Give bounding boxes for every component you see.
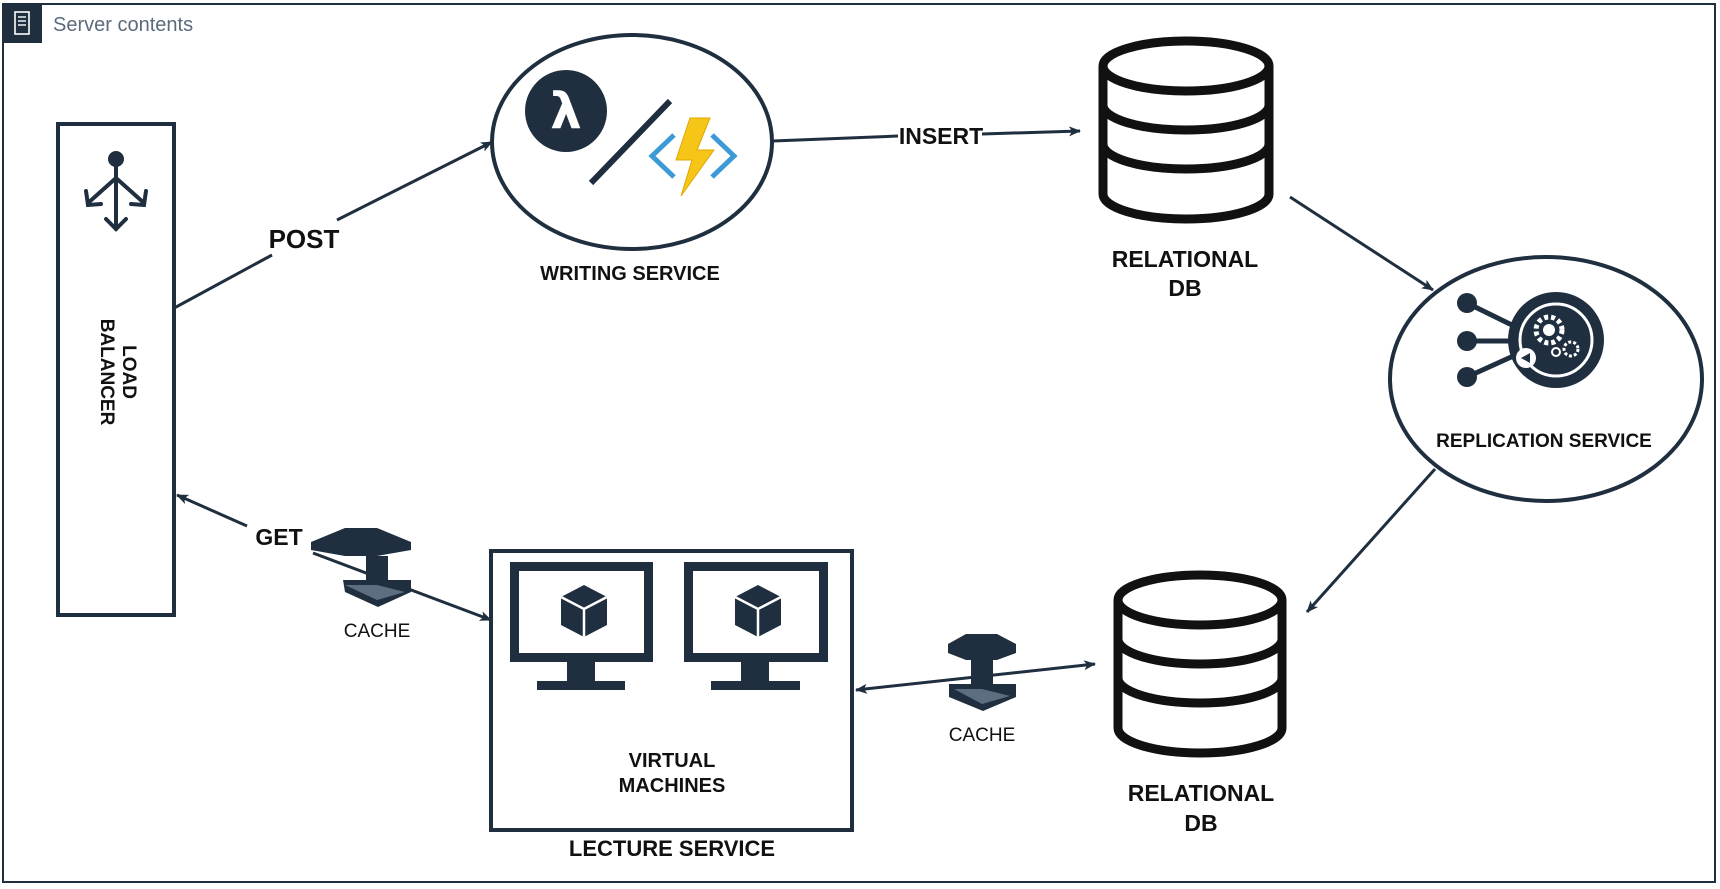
replication-service-node: REPLICATION SERVICE <box>1388 255 1704 503</box>
relational-db-top-node: RELATIONAL DB <box>1098 36 1274 301</box>
relational-db-bottom-label-line2: DB <box>1184 810 1217 836</box>
cache-icon <box>948 634 1016 711</box>
server-contents-frame <box>2 3 1716 883</box>
svg-text:λ: λ <box>550 82 582 140</box>
edge-label-post: POST <box>269 224 340 254</box>
edge-label-insert: INSERT <box>899 123 983 149</box>
replication-icon <box>1457 292 1604 388</box>
frame-title: Server contents <box>53 14 194 36</box>
cache-right-node: CACHE <box>948 634 1016 746</box>
load-balancer-node: LOAD BALANCER <box>56 122 176 617</box>
azure-functions-icon <box>648 117 738 197</box>
edge-label-get: GET <box>255 524 302 550</box>
cache-icon <box>311 528 411 607</box>
lecture-service-node: VIRTUAL MACHINES LECTURE SERVICE <box>489 549 854 861</box>
load-balancer-icon <box>84 151 148 232</box>
writing-service-node: λ WRITING SERVICE <box>490 33 774 285</box>
edge-db-to-replication <box>1289 195 1434 292</box>
server-icon-badge <box>2 3 42 43</box>
database-icon <box>1113 570 1287 758</box>
cache-left-node: CACHE <box>311 528 411 642</box>
load-balancer-label-line2: BALANCER <box>96 319 117 426</box>
relational-db-bottom-label-line1: RELATIONAL <box>1128 780 1275 806</box>
load-balancer-label-line1: LOAD <box>118 345 139 399</box>
virtual-machines-label-line1: VIRTUAL <box>629 750 716 772</box>
virtual-machine-icon <box>510 562 653 690</box>
server-icon <box>14 11 30 35</box>
lecture-service-label: LECTURE SERVICE <box>569 836 775 861</box>
cache-right-label: CACHE <box>949 725 1016 746</box>
relational-db-bottom-node: RELATIONAL DB <box>1113 570 1287 836</box>
edge-insert <box>772 126 1081 143</box>
edge-post <box>164 140 493 315</box>
writing-service-label: WRITING SERVICE <box>540 263 720 285</box>
relational-db-top-label-line2: DB <box>1168 275 1201 301</box>
separator-slash <box>588 98 673 186</box>
cache-left-label: CACHE <box>344 621 411 642</box>
database-icon <box>1098 36 1274 224</box>
lambda-icon: λ <box>525 70 607 152</box>
edge-replication-to-db <box>1305 467 1437 614</box>
virtual-machine-icon <box>684 562 828 690</box>
virtual-machines-label-line2: MACHINES <box>619 775 726 797</box>
edge-get <box>176 493 492 622</box>
replication-service-label: REPLICATION SERVICE <box>1436 431 1652 452</box>
relational-db-top-label-line1: RELATIONAL <box>1112 246 1259 272</box>
